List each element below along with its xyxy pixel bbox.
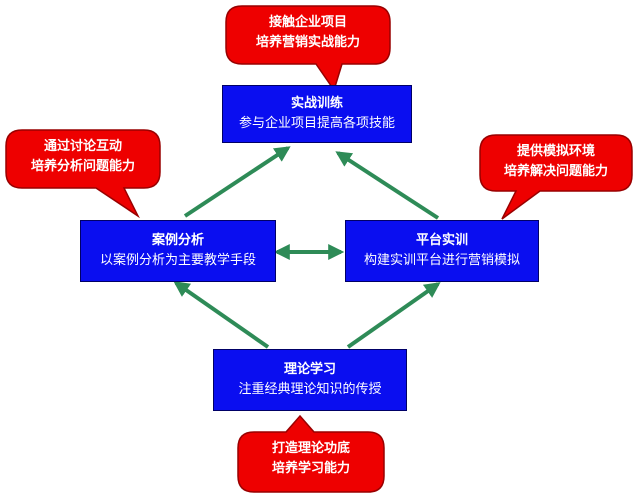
callout-top-line1: 接触企业项目 xyxy=(268,15,347,30)
box-platform-title: 平台实训 xyxy=(415,233,468,248)
callout-left-line1: 通过讨论互动 xyxy=(43,139,122,154)
callout-left-line2: 培养分析问题能力 xyxy=(30,159,135,174)
box-practice-training: 实战训练 参与企业项目提高各项技能 xyxy=(222,85,412,143)
callout-top-line2: 培养营销实战能力 xyxy=(255,35,360,50)
box-case-analysis: 案例分析 以案例分析为主要教学手段 xyxy=(80,220,276,282)
box-case-desc: 以案例分析为主要教学手段 xyxy=(99,253,256,268)
arrow-platform-to-practice xyxy=(335,151,440,220)
arrow-theory-to-platform xyxy=(346,282,441,349)
callout-right-line2: 培养解决问题能力 xyxy=(503,164,608,179)
box-theory-title: 理论学习 xyxy=(283,362,336,377)
callout-top-bubble xyxy=(225,5,391,92)
callout-bottom-line1: 打造理论功底 xyxy=(271,441,350,456)
box-platform-training: 平台实训 构建实训平台进行营销模拟 xyxy=(345,220,539,282)
box-practice-desc: 参与企业项目提高各项技能 xyxy=(238,116,395,131)
callout-left-bubble xyxy=(5,129,161,219)
callout-bottom-bubble xyxy=(237,414,385,493)
callout-right: 提供模拟环境 培养解决问题能力 xyxy=(478,133,634,223)
box-practice-title: 实战训练 xyxy=(290,96,343,111)
box-case-title: 案例分析 xyxy=(151,233,204,248)
box-theory-desc: 注重经典理论知识的传授 xyxy=(238,382,382,397)
box-platform-desc: 构建实训平台进行营销模拟 xyxy=(363,253,520,268)
callout-right-line1: 提供模拟环境 xyxy=(516,144,595,159)
callout-left: 通过讨论互动 培养分析问题能力 xyxy=(4,128,162,220)
box-theory-learning: 理论学习 注重经典理论知识的传授 xyxy=(213,349,407,411)
callout-right-bubble xyxy=(479,134,633,220)
arrow-theory-to-case xyxy=(173,281,270,349)
callout-bottom-line2: 培养学习能力 xyxy=(271,461,350,476)
callout-bottom: 打造理论功底 培养学习能力 xyxy=(236,414,386,494)
callout-top: 接触企业项目 培养营销实战能力 xyxy=(224,4,392,94)
arrow-case-to-practice xyxy=(183,146,291,218)
